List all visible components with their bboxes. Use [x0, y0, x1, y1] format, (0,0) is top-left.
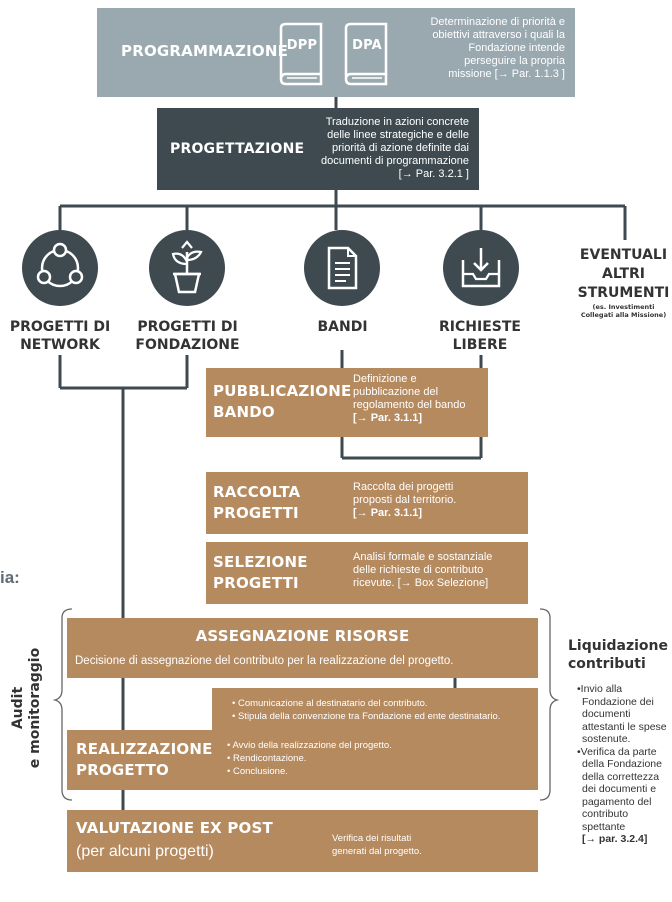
network-icon — [22, 230, 98, 306]
selezione-desc: Analisi formale e sostanziale delle rich… — [353, 551, 493, 589]
liquidazione-list: •Invio alla Fondazione dei documenti att… — [577, 683, 667, 845]
raccolta-desc: Raccolta dei progetti proposti dal terri… — [353, 481, 457, 519]
comunicazione-box: • Comunicazione al destinatario del cont… — [212, 688, 538, 732]
plant-icon — [149, 230, 225, 306]
realizzazione-list: • Avvio della realizzazione del progetto… — [227, 740, 392, 777]
audit-label: Audit e monitoraggio — [10, 647, 43, 769]
valutazione-subtitle: (per alcuni progetti) — [76, 843, 214, 860]
liquidazione-panel: Liquidazione contributi •Invio alla Fond… — [568, 637, 672, 846]
liquidazione-title: Liquidazione contributi — [568, 638, 669, 672]
progettazione-title: PROGETTAZIONE — [170, 141, 305, 157]
document-icon — [304, 230, 380, 306]
assegnazione-title: ASSEGNAZIONE RISORSE — [195, 627, 410, 645]
programmazione-title: PROGRAMMAZIONE — [121, 42, 289, 60]
assegnazione-box: ASSEGNAZIONE RISORSE Decisione di assegn… — [67, 618, 538, 678]
label-bandi: BANDI — [317, 319, 368, 335]
dpp-label: DPP — [286, 38, 318, 53]
fragment-text: ia: — [0, 568, 20, 587]
programmazione-desc: Determinazione di priorità e obiettivi a… — [430, 16, 565, 80]
valutazione-box: VALUTAZIONE EX POST (per alcuni progetti… — [67, 810, 538, 872]
assegnazione-desc: Decisione di assegnazione del contributo… — [75, 655, 454, 667]
dpa-label: DPA — [352, 38, 382, 53]
valutazione-title: VALUTAZIONE EX POST — [76, 819, 273, 837]
pubblicazione-desc: Definizione e pubblicazione del regolame… — [353, 373, 466, 424]
dpa-book-icon: DPA — [342, 22, 392, 90]
valutazione-desc: Verifica dei risultati generati dal prog… — [332, 833, 422, 857]
progettazione-box: PROGETTAZIONE Traduzione in azioni concr… — [157, 108, 479, 190]
inbox-icon — [443, 230, 519, 306]
comunicazione-list: • Comunicazione al destinatario del cont… — [232, 698, 501, 722]
progettazione-desc: Traduzione in azioni concrete delle line… — [321, 116, 469, 180]
programmazione-box: PROGRAMMAZIONE DPP DPA Determinazione di… — [97, 8, 575, 97]
dpp-book-icon: DPP — [277, 22, 327, 90]
